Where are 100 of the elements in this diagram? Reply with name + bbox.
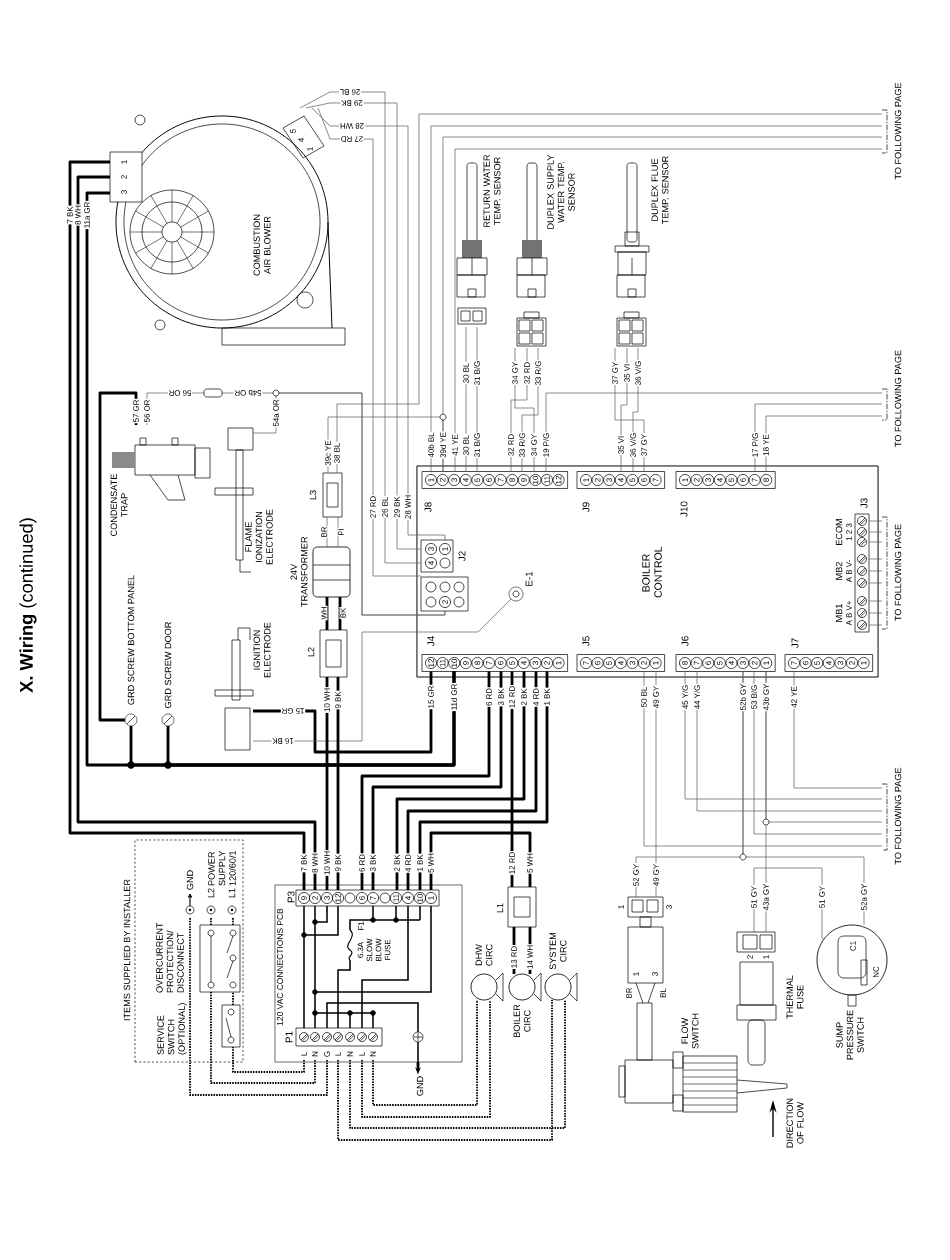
node-label: J3 (860, 498, 868, 509)
node-label: BOILER CIRC (513, 1004, 531, 1038)
wire (868, 612, 883, 614)
wire (418, 671, 549, 890)
node-label: J7 (791, 638, 799, 649)
node-label: IGNITION ELECTRODE (253, 622, 271, 678)
wire (868, 541, 883, 543)
wire (232, 991, 234, 1006)
wire (325, 597, 329, 630)
ground-screw: GRD SCREW BOTTOM PANEL (124, 575, 138, 727)
node-label: FLOW SWITCH (681, 1013, 699, 1049)
wire (349, 999, 566, 1129)
circulator-pump: DHW CIRC (470, 944, 504, 1002)
wire (360, 671, 491, 890)
node-label: P1 (285, 1031, 293, 1043)
electrode-drawing: IGNITION ELECTRODE (214, 622, 271, 751)
wire (311, 107, 446, 541)
node-label: P3 (287, 891, 295, 903)
wire (337, 999, 553, 1141)
node-label: J10 (680, 501, 688, 517)
wire (371, 671, 503, 890)
wire (372, 999, 478, 1106)
node-label: OVERCURRENT PROTECTION/ DISCONNECT (156, 922, 184, 993)
node-label: L2 (207, 888, 215, 898)
node-label: MB1 (835, 604, 843, 622)
node-label: L2 (307, 647, 315, 657)
wire (643, 671, 883, 847)
plug-connector: L1 (496, 886, 537, 928)
node-label: SUMP PRESSURE SWITCH (836, 1010, 864, 1060)
wire (252, 392, 446, 616)
electrode-drawing: FLAME IONIZATION ELECTRODE (214, 427, 273, 573)
node-label: ITEMS SUPPLIED BY INSTALLER (123, 879, 131, 1021)
note-text: DIRECTION OF FLOW (786, 1098, 804, 1148)
wire (868, 624, 883, 626)
wire (210, 991, 316, 1084)
node-label: MB2 (835, 562, 843, 580)
wire (317, 107, 422, 577)
off-page-connector: TO FOLLOWING PAGE (881, 767, 902, 865)
node-label: DHW CIRC (475, 944, 493, 966)
wire (189, 917, 328, 1096)
node-label: FLAME IONIZATION ELECTRODE (245, 509, 273, 565)
ground-screw: GRD SCREW DOOR (161, 622, 175, 727)
off-page-connector: TO FOLLOWING PAGE (881, 516, 902, 630)
node-label: THERMAL FUSE (786, 975, 804, 1019)
wire (336, 113, 883, 474)
wire (868, 570, 883, 572)
wire (338, 597, 342, 630)
wire (753, 671, 883, 835)
circulator-pump: SYSTEM CIRC (544, 932, 578, 1002)
wire (336, 677, 340, 890)
ground-terminal: E-1 (508, 571, 533, 602)
node-label: POWER SUPPLY 120/60/1 (208, 850, 236, 886)
wire (232, 917, 234, 926)
transformer-drawing: 24V TRANSFORMER (290, 536, 351, 607)
node-label: ECOM (835, 519, 843, 545)
off-page-connector: TO FOLLOWING PAGE (881, 350, 902, 447)
off-page-connector: TO FOLLOWING PAGE (881, 82, 902, 180)
note-text: SERVICE SWITCH (OPTIONAL) (157, 1003, 187, 1055)
wire (406, 671, 538, 890)
node-label: E-1 (525, 571, 533, 586)
title: X. Wiring (continued) (19, 518, 37, 693)
ground-label: GND (416, 1076, 424, 1096)
wire (395, 671, 526, 890)
node-label: J6 (681, 636, 689, 647)
node-label: GND (186, 870, 194, 890)
node-label: CONDENSATE TRAP (110, 474, 128, 536)
wire (337, 516, 339, 548)
node-label: J9 (582, 502, 590, 513)
node-label: J8 (424, 502, 432, 513)
node-label: J2 (458, 551, 466, 562)
node-label: L1 (228, 888, 236, 898)
wire (326, 516, 328, 548)
wire (210, 917, 212, 926)
wire (765, 415, 883, 472)
wire (868, 520, 883, 522)
wire (98, 391, 138, 722)
node-label: L1 (496, 903, 504, 913)
wire (868, 558, 883, 560)
plug-connector: L3 (309, 472, 343, 518)
wire (545, 392, 883, 472)
wire (620, 347, 628, 472)
node-label: J4 (427, 636, 435, 647)
wire (232, 1046, 305, 1073)
node-label: SYSTEM CIRC (549, 932, 567, 970)
wire (793, 671, 883, 789)
condensate-trap-drawing: CONDENSATE TRAP (110, 437, 211, 536)
temperature-sensor-drawing: DUPLEX FLUE TEMP. SENSOR (614, 156, 669, 347)
node-label: L3 (309, 490, 317, 500)
power-supply-terminals: POWER SUPPLY 120/60/1 GND L2 L1 (185, 850, 237, 915)
wire (465, 326, 467, 472)
wire (868, 600, 883, 602)
service-switch (221, 1004, 241, 1048)
node-label: GRD SCREW BOTTOM PANEL (127, 575, 135, 705)
wire (868, 531, 883, 533)
temperature-sensor-drawing: RETURN WATER TEMP. SENSOR (456, 154, 501, 325)
node-label: DUPLEX FLUE TEMP. SENSOR (651, 156, 669, 224)
plug-connector: L2 (307, 629, 348, 678)
node-label: J5 (582, 636, 590, 647)
wire (252, 598, 512, 742)
node-label: RETURN WATER TEMP. SENSOR (483, 154, 501, 227)
